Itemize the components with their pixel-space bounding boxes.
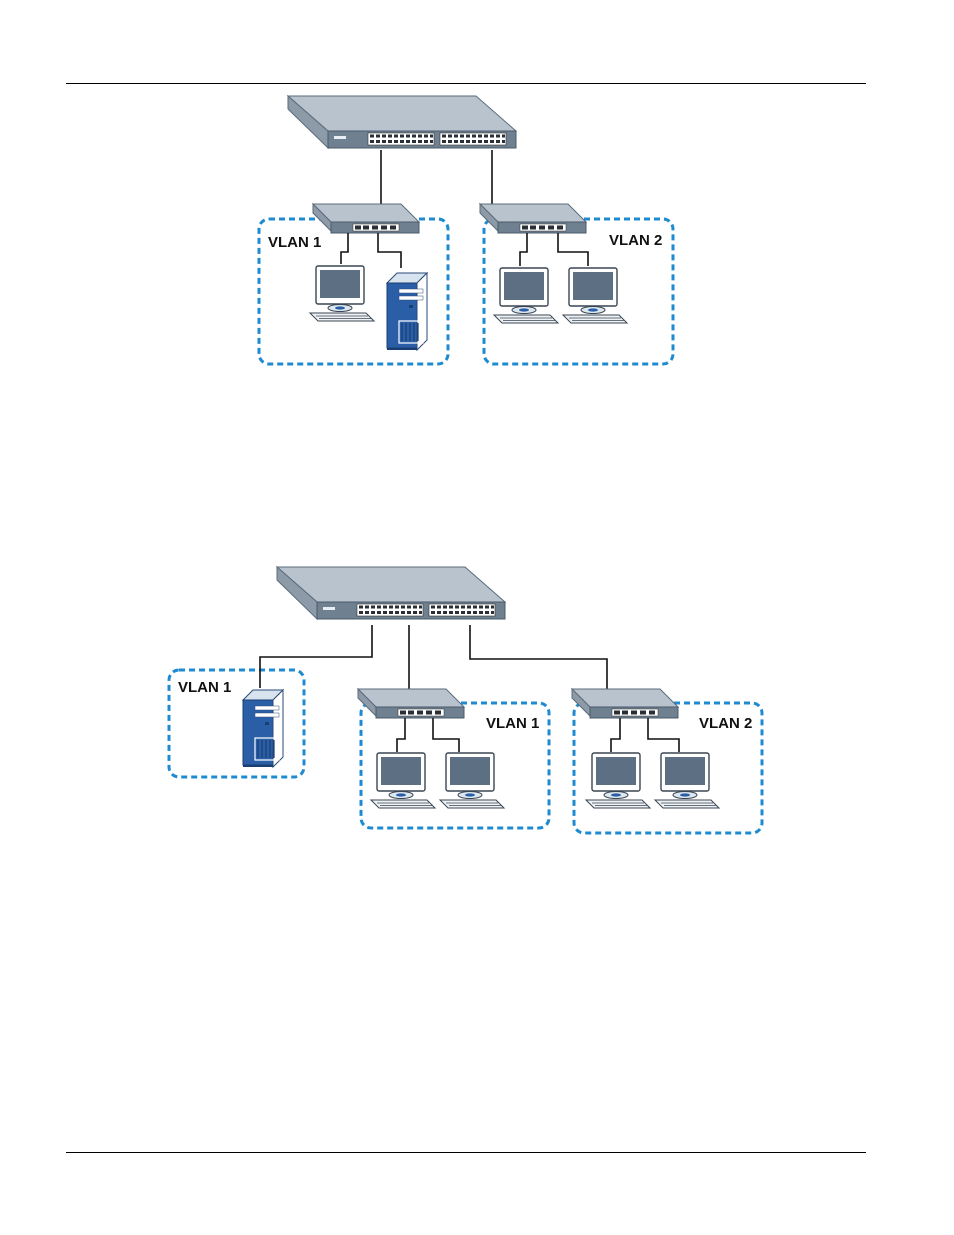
workstation-icon (310, 266, 374, 321)
device-cable (378, 233, 401, 268)
uplink-cable (260, 625, 372, 688)
workgroup-switch-icon (358, 689, 464, 718)
vlan-label: VLAN 2 (699, 715, 752, 732)
device-cable (397, 718, 405, 752)
figure-1-diagram: VLAN 1 VLAN 2 (259, 96, 673, 364)
backbone-switch-icon (288, 96, 516, 148)
workstation-icon (655, 753, 719, 808)
uplink-cable (470, 625, 607, 690)
workstation-icon (586, 753, 650, 808)
server-icon (387, 273, 427, 350)
workstation-icon (563, 268, 627, 323)
server-icon (243, 690, 283, 767)
workgroup-switch-icon (480, 204, 586, 233)
workstation-icon (494, 268, 558, 323)
workgroup-switch-icon (313, 204, 419, 233)
device-cable (341, 233, 348, 264)
vlan-label: VLAN 2 (609, 232, 662, 249)
device-cable (558, 233, 588, 266)
vlan-label: VLAN 1 (268, 234, 321, 251)
workgroup-switch-icon (572, 689, 678, 718)
device-cable (611, 718, 620, 752)
workstation-icon (371, 753, 435, 808)
vlan-label: VLAN 1 (486, 715, 539, 732)
workstation-icon (440, 753, 504, 808)
backbone-switch-icon (277, 567, 505, 619)
device-cable (520, 233, 527, 266)
device-cable (433, 718, 459, 752)
vlan-label: VLAN 1 (178, 679, 231, 696)
figure-2-diagram: VLAN 1 VLAN 1 VLAN 2 (169, 567, 762, 833)
device-cable (648, 718, 679, 752)
